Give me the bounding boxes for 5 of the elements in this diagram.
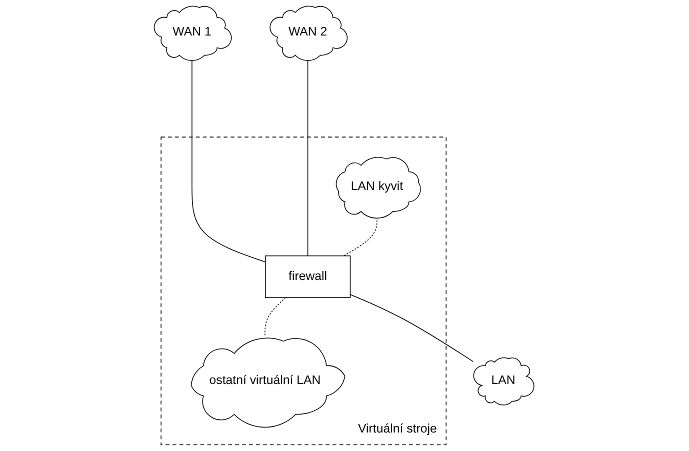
connector xyxy=(192,59,266,262)
connector xyxy=(308,59,309,256)
node-box: firewall xyxy=(265,255,352,298)
connector xyxy=(350,294,474,362)
connector xyxy=(265,297,286,337)
